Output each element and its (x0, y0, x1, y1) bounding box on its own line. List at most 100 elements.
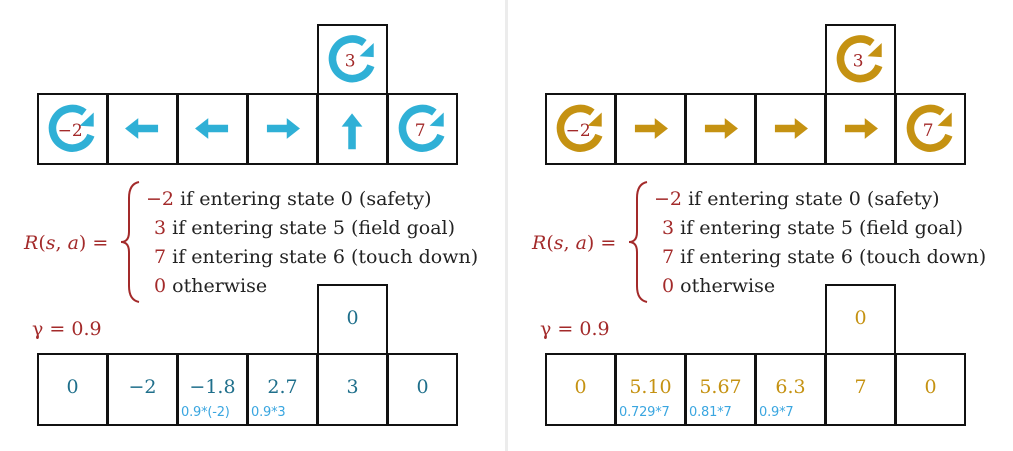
value-label: 5.10 (629, 376, 672, 398)
value-cell-state-1: −2 (107, 353, 178, 426)
reward-case-row: 7 if entering state 6 (touch down) (662, 246, 986, 268)
policy-cell-state-0: −2 (37, 93, 108, 165)
cases-brace (628, 181, 648, 303)
state-reward-label: 7 (923, 121, 934, 141)
value-cell-state-1: 5.10 0.729*7 (615, 353, 686, 426)
state-reward-label: 3 (853, 52, 864, 72)
arrow-right-icon (774, 118, 808, 139)
policy-cell-state-2 (177, 93, 248, 165)
value-label: 7 (854, 376, 867, 398)
value-label: 0 (924, 376, 937, 398)
policy-cell-state-5: 7 (895, 93, 966, 165)
value-cell-state-2: 5.67 0.81*7 (685, 353, 756, 426)
value-label: 0 (574, 376, 587, 398)
reward-case-text: if entering state 6 (touch down) (680, 246, 987, 268)
arrow-right-icon (266, 118, 300, 139)
policy-cell-state-4 (825, 93, 896, 165)
self-loop-icon: 3 (836, 35, 883, 83)
state-reward-label: 7 (415, 121, 426, 141)
reward-function-label: R(s, a) = (532, 232, 617, 254)
policy-cell-field-goal: 3 (317, 24, 388, 95)
value-cell-state-5: 0 (895, 353, 966, 426)
state-reward-label: −2 (566, 121, 591, 141)
arrow-right-icon (844, 118, 878, 139)
reward-case-row: 0 otherwise (662, 275, 775, 297)
policy-cell-field-goal: 3 (825, 24, 896, 95)
reward-case-text: if entering state 0 (safety) (180, 188, 432, 210)
value-cell-state-2: −1.8 0.9*(-2) (177, 353, 248, 426)
value-calculation-note: 0.729*7 (619, 405, 670, 420)
state-reward-label: 3 (345, 52, 356, 72)
reward-case-text: otherwise (172, 275, 268, 297)
reward-function-label: R(s, a) = (24, 232, 109, 254)
reward-case-value: −2 (654, 188, 683, 210)
reward-case-value: −2 (146, 188, 175, 210)
panel-divider (505, 0, 508, 451)
value-cell-state-4: 7 (825, 353, 896, 426)
arrow-left-icon (125, 118, 159, 139)
value-label: 0 (66, 376, 79, 398)
value-label: 0 (416, 376, 429, 398)
value-calculation-note: 0.9*3 (251, 405, 286, 420)
self-loop-icon: −2 (48, 104, 95, 152)
value-cell-state-3: 2.7 0.9*3 (247, 353, 318, 426)
value-calculation-note: 0.9*(-2) (181, 405, 230, 420)
reward-case-value: 7 (662, 246, 675, 268)
reward-case-value: 0 (154, 275, 167, 297)
policy-cell-state-2 (685, 93, 756, 165)
arrow-right-icon (704, 118, 738, 139)
policy-cell-state-3 (755, 93, 826, 165)
discount-factor: γ = 0.9 (540, 318, 610, 340)
reward-case-row: −2 if entering state 0 (safety) (146, 188, 431, 210)
policy-cell-state-5: 7 (387, 93, 458, 165)
policy-cell-state-1 (107, 93, 178, 165)
value-calculation-note: 0.9*7 (759, 405, 794, 420)
value-label: 2.7 (267, 376, 298, 398)
value-cell-state-5: 0 (387, 353, 458, 426)
policy-cell-state-3 (247, 93, 318, 165)
value-label: 5.67 (699, 376, 742, 398)
policy-cell-state-4 (317, 93, 388, 165)
value-cell-state-3: 6.3 0.9*7 (755, 353, 826, 426)
reward-case-value: 7 (154, 246, 167, 268)
arrow-up-icon (341, 113, 363, 150)
value-label: 3 (346, 376, 359, 398)
reward-case-text: otherwise (680, 275, 776, 297)
reward-case-text: if entering state 6 (touch down) (172, 246, 479, 268)
reward-case-row: 3 if entering state 5 (field goal) (154, 217, 455, 239)
reward-case-text: if entering state 0 (safety) (688, 188, 940, 210)
arrow-left-icon (195, 118, 229, 139)
value-cell-field-goal: 0 (825, 284, 896, 356)
reward-case-value: 3 (154, 217, 167, 239)
value-cell-state-0: 0 (545, 353, 616, 426)
value-label: 0 (346, 307, 359, 329)
reward-case-value: 3 (662, 217, 675, 239)
policy-cell-state-1 (615, 93, 686, 165)
value-cell-state-0: 0 (37, 353, 108, 426)
value-label: −2 (128, 376, 157, 398)
arrow-right-icon (634, 118, 668, 139)
self-loop-icon: 3 (328, 35, 375, 83)
reward-case-text: if entering state 5 (field goal) (680, 217, 964, 239)
value-cell-field-goal: 0 (317, 284, 388, 356)
value-label: 6.3 (775, 376, 806, 398)
value-calculation-note: 0.81*7 (689, 405, 732, 420)
reward-case-row: 0 otherwise (154, 275, 267, 297)
value-cell-state-4: 3 (317, 353, 388, 426)
reward-case-value: 0 (662, 275, 675, 297)
reward-case-row: 7 if entering state 6 (touch down) (154, 246, 478, 268)
state-reward-label: −2 (58, 121, 83, 141)
self-loop-icon: −2 (556, 104, 603, 152)
reward-case-row: −2 if entering state 0 (safety) (654, 188, 939, 210)
value-label: −1.8 (189, 376, 236, 398)
policy-cell-state-0: −2 (545, 93, 616, 165)
reward-case-row: 3 if entering state 5 (field goal) (662, 217, 963, 239)
reward-case-text: if entering state 5 (field goal) (172, 217, 456, 239)
self-loop-icon: 7 (906, 104, 953, 152)
cases-brace (120, 181, 140, 303)
discount-factor: γ = 0.9 (32, 318, 102, 340)
value-label: 0 (854, 307, 867, 329)
self-loop-icon: 7 (398, 104, 445, 152)
